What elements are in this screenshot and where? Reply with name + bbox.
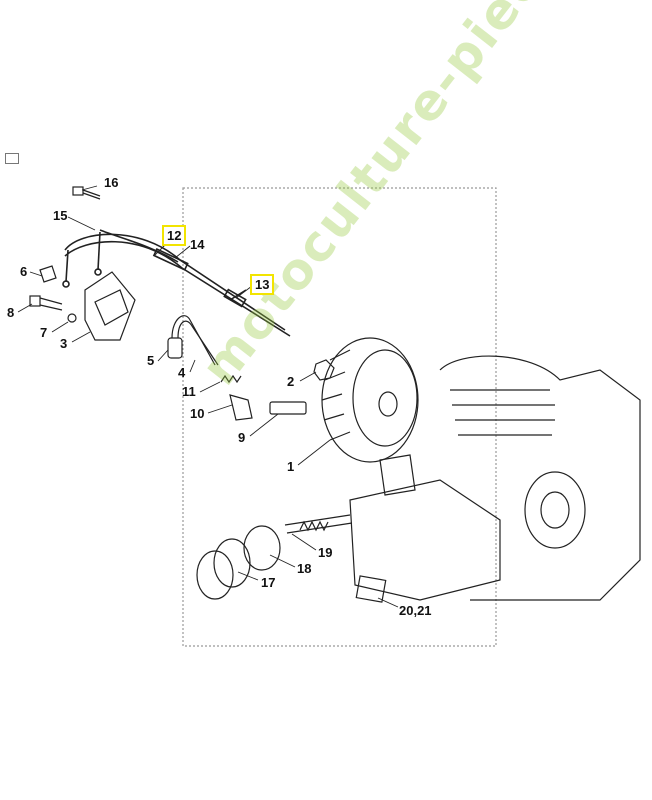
callout-11: 11: [182, 384, 196, 399]
callout-8: 8: [7, 305, 15, 320]
callout-5: 5: [147, 353, 155, 368]
callout-9: 9: [238, 430, 246, 445]
leader-lines: [17, 185, 399, 608]
spring-11: [220, 374, 242, 384]
callout-19: 19: [318, 545, 333, 560]
callout-20-21: 20,21: [399, 603, 432, 618]
flywheel: [321, 337, 419, 463]
ignition-module: [84, 271, 136, 341]
callout-4: 4: [178, 365, 186, 380]
image-icon: [5, 153, 19, 164]
callout-17: 17: [261, 575, 276, 590]
ignition-cable: [62, 229, 291, 337]
callout-6: 6: [20, 264, 28, 279]
label-plate: [355, 575, 387, 603]
engine-block: [349, 355, 641, 601]
assembly-frame: [182, 187, 497, 647]
clip-6: [39, 265, 57, 283]
spark-plug-boot: [167, 315, 219, 366]
intake-manifold: [196, 538, 251, 600]
hose-clamp: [243, 525, 281, 571]
callout-16: 16: [104, 175, 119, 190]
screw-8: [29, 295, 77, 323]
callout-13: 13: [250, 274, 275, 295]
callout-15: 15: [53, 208, 68, 223]
spark-plug: [229, 394, 307, 421]
screw-16: [72, 186, 101, 200]
callout-1: 1: [287, 459, 295, 474]
callout-3: 3: [60, 336, 68, 351]
callout-7: 7: [40, 325, 48, 340]
oil-pump-worm: [284, 514, 353, 534]
callout-12: 12: [162, 225, 187, 246]
callout-14: 14: [190, 237, 205, 252]
callout-10: 10: [190, 406, 205, 421]
callout-18: 18: [297, 561, 312, 576]
callout-2: 2: [287, 374, 295, 389]
